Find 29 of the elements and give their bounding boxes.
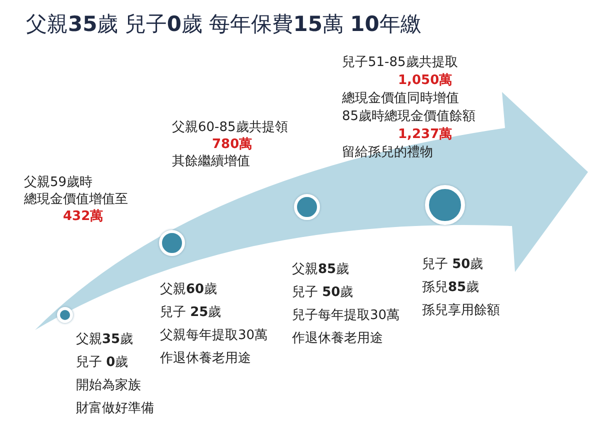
milestone-text: 父親每年提取30萬 (160, 328, 268, 344)
note-text: 留給孫兒的禮物 (342, 145, 433, 161)
milestone-text: 開始為家族 (76, 378, 141, 394)
milestone-text: 兒子 0歲 (76, 355, 128, 371)
milestone-text: 兒子 50歲 (292, 285, 354, 301)
milestone-text: 作退休養老用途 (160, 351, 251, 367)
milestone-text: 兒子每年提取30萬 (292, 308, 400, 324)
amount-text: 780萬 (212, 137, 252, 153)
note-text: 85歲時總現金價值餘額 (342, 109, 476, 125)
note-text: 兒子51-85歲共提取 (342, 55, 458, 71)
milestone-text: 兒子 25歲 (160, 305, 222, 321)
note-text: 總現金價值增值至 (24, 192, 128, 208)
amount-text: 432萬 (63, 209, 104, 225)
title: 父親35歲 兒子0歲 每年保費15萬 10年繳 (26, 11, 422, 38)
milestone-text: 父親60歲 (160, 282, 218, 298)
milestone-text: 孫兒享用餘額 (422, 303, 500, 319)
milestone-text: 兒子 50歲 (422, 257, 484, 273)
note-text: 父親60-85歲共提領 (172, 120, 288, 136)
milestone-text: 財富做好準備 (76, 401, 154, 417)
amount-text: 1,050萬 (398, 73, 452, 89)
note-text: 其餘繼續增值 (172, 154, 250, 170)
milestone-text: 父親85歲 (292, 262, 350, 278)
milestone-text: 作退休養老用途 (292, 331, 383, 347)
amount-text: 1,237萬 (398, 127, 452, 143)
milestone-dot (57, 307, 73, 323)
milestone-text: 父親35歲 (76, 332, 134, 348)
milestone-text: 孫兒85歲 (422, 280, 480, 296)
note-text: 父親59歲時 (24, 175, 93, 191)
note-text: 總現金價值同時增值 (342, 91, 459, 107)
